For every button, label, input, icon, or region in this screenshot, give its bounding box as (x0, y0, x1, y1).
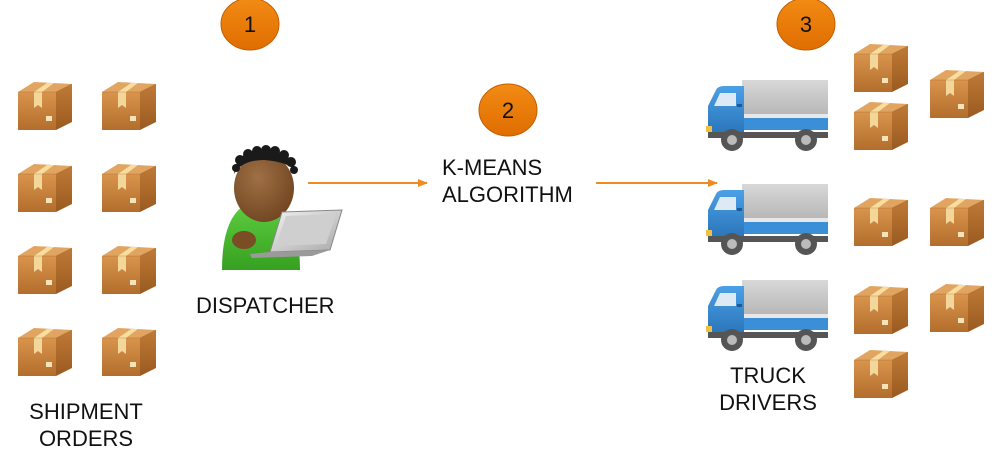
package-icon (17, 327, 73, 377)
package-icon (853, 349, 909, 399)
delivery-truck-icon (706, 184, 828, 255)
step-number-1: 1 (244, 12, 256, 37)
package-icon (101, 81, 157, 131)
step-badge-3: 3 (776, 0, 836, 51)
shipment-orders-line-2: ORDERS (38, 426, 134, 451)
package-icon (17, 81, 73, 131)
package-icon (929, 197, 985, 247)
step-badge-1: 1 (220, 0, 280, 51)
package-icon (853, 197, 909, 247)
step-number-3: 3 (800, 12, 812, 37)
package-icon (101, 163, 157, 213)
package-icon (853, 43, 909, 93)
package-icon (853, 101, 909, 151)
delivery-truck-icon (706, 280, 828, 351)
truck-drivers-line-2: DRIVERS (719, 390, 817, 415)
shipment-orders-line-1: SHIPMENT (29, 399, 143, 424)
dispatcher-label: DISPATCHER (196, 293, 335, 318)
package-icon (17, 163, 73, 213)
package-icon (101, 245, 157, 295)
algorithm-line-1: K-MEANS (442, 155, 543, 180)
package-icon (929, 69, 985, 119)
truck-drivers-group (706, 80, 828, 351)
step-number-2: 2 (502, 98, 514, 123)
package-icon (17, 245, 73, 295)
delivery-truck-icon (706, 80, 828, 151)
package-icon (101, 327, 157, 377)
algorithm-label: K-MEANS ALGORITHM (442, 154, 573, 208)
package-icon (929, 283, 985, 333)
truck-drivers-line-1: TRUCK (730, 363, 806, 388)
step-badge-2: 2 (478, 83, 538, 137)
assigned-packages-group (853, 43, 985, 399)
truck-drivers-label: TRUCK DRIVERS (708, 362, 828, 416)
shipment-orders-label: SHIPMENT ORDERS (18, 398, 154, 452)
package-icon (853, 285, 909, 335)
laptop-icon (250, 209, 343, 258)
shipment-orders-group (17, 81, 157, 377)
algorithm-line-2: ALGORITHM (442, 182, 573, 207)
